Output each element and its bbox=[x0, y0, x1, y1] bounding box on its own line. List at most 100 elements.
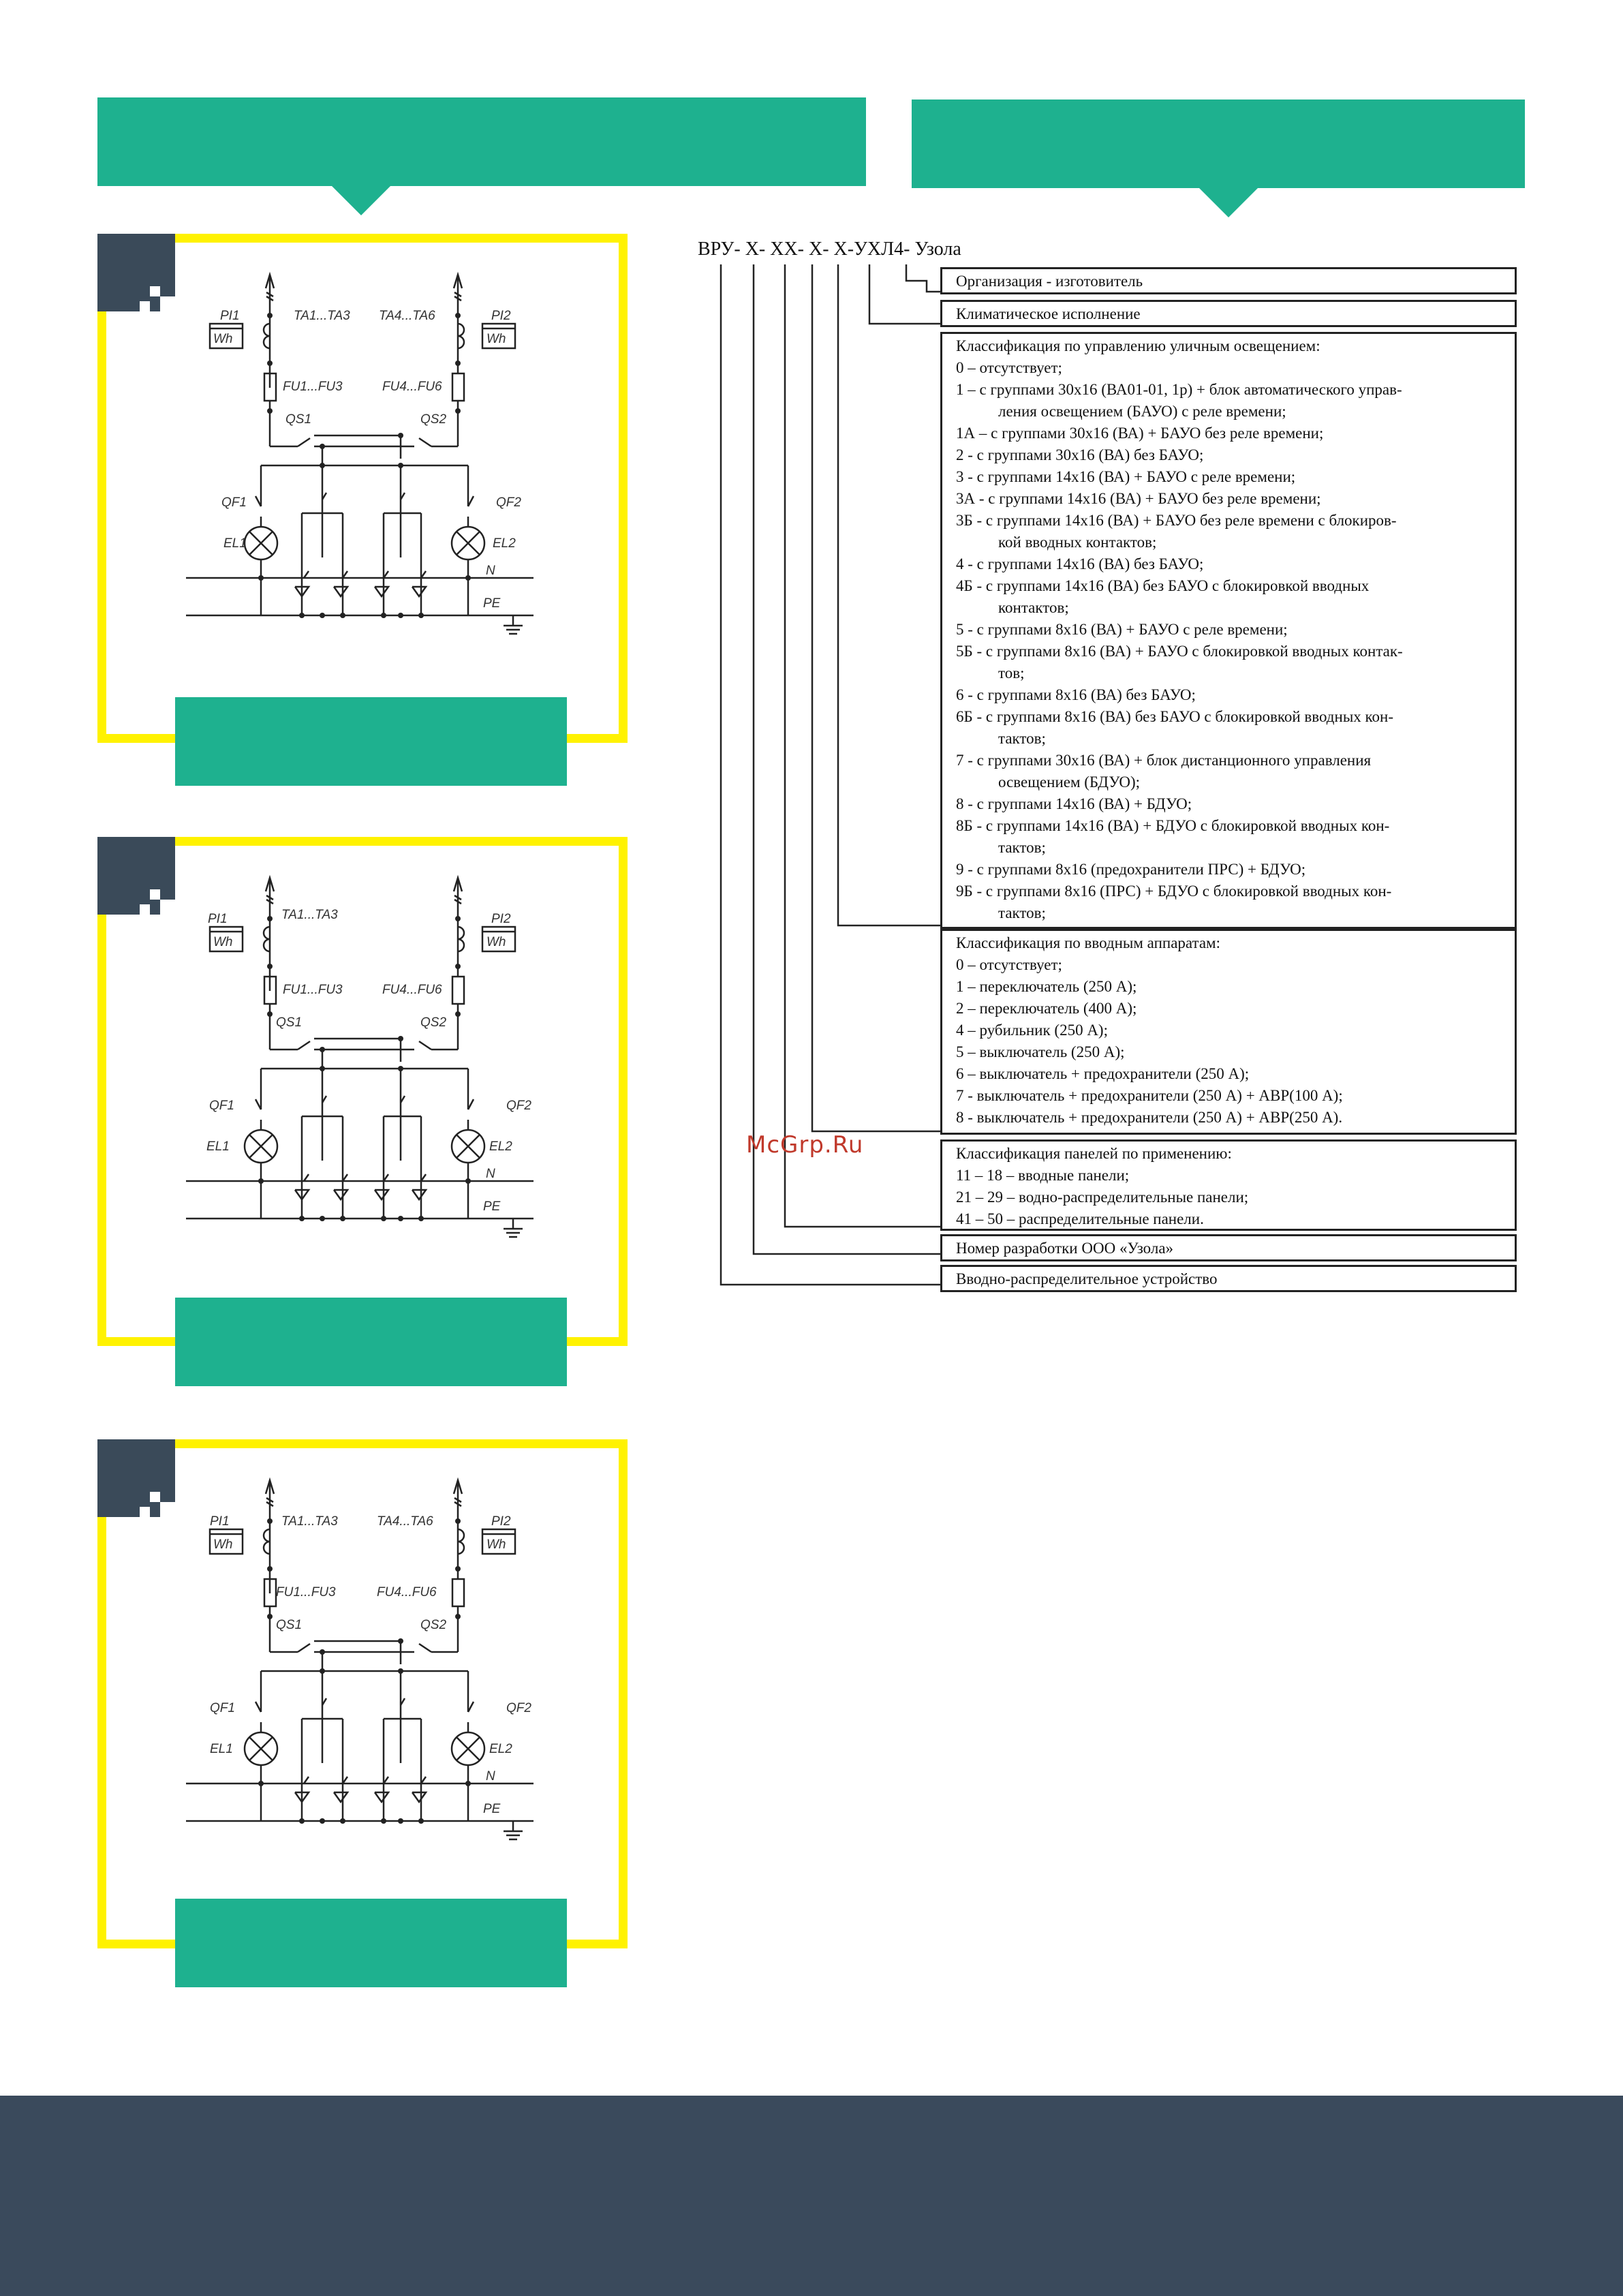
panels-line: 11 – 18 – вводные панели; bbox=[956, 1167, 1130, 1184]
ta2-label: TA4...TA6 bbox=[379, 309, 435, 323]
qf2-label: QF2 bbox=[506, 1701, 531, 1715]
qs2-label: QS2 bbox=[420, 1618, 446, 1632]
pe-label: PE bbox=[483, 1802, 501, 1816]
qs2-label: QS2 bbox=[420, 412, 446, 427]
input-line: 6 – выключатель + предохранители (250 А)… bbox=[956, 1065, 1250, 1082]
el2-label: EL2 bbox=[489, 1742, 512, 1756]
lighting-line: 5Б - с группами 8х16 (ВА) + БАУО с блоки… bbox=[956, 643, 1403, 660]
box-development-number: Номер разработки ООО «Узола» bbox=[940, 1234, 1517, 1261]
caption-banner bbox=[175, 697, 567, 786]
wiring-diagram: PI1 Wh TA1...TA3 TA4...TA6 PI2 Wh FU1...… bbox=[185, 1479, 535, 1841]
lighting-line: 0 – отсутствует; bbox=[956, 359, 1062, 376]
lighting-line: 2 - с группами 30х16 (ВА) без БАУО; bbox=[956, 446, 1204, 463]
corner-square bbox=[97, 1439, 175, 1517]
lighting-line: 8Б - с группами 14х16 (ВА) + БДУО с блок… bbox=[956, 817, 1390, 834]
designation-code: ВРУ- Х- ХХ- Х- Х-УХЛ4- Узола bbox=[698, 239, 961, 260]
box-climate: Климатическое исполнение bbox=[940, 300, 1517, 327]
input-line: 4 – рубильник (250 А); bbox=[956, 1022, 1108, 1039]
box-input-devices: Классификация по вводным аппаратам: 0 – … bbox=[940, 929, 1517, 1135]
lighting-line: 4Б - с группами 14х16 (ВА) без БАУО с бл… bbox=[956, 577, 1370, 594]
qs1-label: QS1 bbox=[276, 1618, 302, 1632]
pi1-label: PI1 bbox=[220, 309, 240, 323]
lighting-line: тактов; bbox=[998, 904, 1046, 921]
caption-banner bbox=[175, 1899, 567, 1987]
lighting-line: 3 - с группами 14х16 (ВА) + БАУО с реле … bbox=[956, 468, 1296, 485]
qs1-label: QS1 bbox=[285, 412, 311, 427]
wh-label: Wh bbox=[486, 332, 506, 346]
lighting-line: кой вводных контактов; bbox=[998, 534, 1157, 551]
qf2-label: QF2 bbox=[496, 495, 521, 510]
wh-label: Wh bbox=[213, 1537, 233, 1552]
lighting-line: 5 - с группами 8х16 (ВА) + БАУО с реле в… bbox=[956, 621, 1288, 638]
input-line: 5 – выключатель (250 А); bbox=[956, 1043, 1125, 1060]
n-label: N bbox=[486, 1769, 495, 1784]
el1-label: EL1 bbox=[223, 536, 247, 551]
lighting-line: 8 - с группами 14х16 (ВА) + БДУО; bbox=[956, 795, 1192, 812]
fu2-label: FU4...FU6 bbox=[382, 983, 442, 997]
pi2-label: PI2 bbox=[491, 1514, 511, 1529]
box-text: Номер разработки ООО «Узола» bbox=[956, 1240, 1174, 1257]
left-header-banner-pointer bbox=[331, 185, 391, 215]
input-line: 2 – переключатель (400 А); bbox=[956, 1000, 1137, 1017]
ta1-label: TA1...TA3 bbox=[294, 309, 350, 323]
input-line: 7 - выключатель + предохранители (250 А)… bbox=[956, 1087, 1343, 1104]
qf1-label: QF1 bbox=[210, 1701, 235, 1715]
qf1-label: QF1 bbox=[209, 1099, 234, 1113]
diagram-card-1: PI1 Wh TA1...TA3 TA4...TA6 PI2 Wh FU1...… bbox=[97, 234, 628, 786]
lighting-line: 9Б - с группами 8х16 (ПРС) + БДУО с блок… bbox=[956, 883, 1392, 900]
corner-square bbox=[97, 837, 175, 915]
el1-label: EL1 bbox=[206, 1139, 230, 1154]
fu1-label: FU1...FU3 bbox=[276, 1585, 336, 1599]
watermark: McGrp.Ru bbox=[746, 1131, 864, 1159]
pe-label: PE bbox=[483, 1199, 501, 1214]
panels-line: 21 – 29 – водно-распределительные панели… bbox=[956, 1189, 1249, 1206]
lighting-line: 1А – с группами 30х16 (ВА) + БАУО без ре… bbox=[956, 425, 1324, 442]
yellow-frame bbox=[97, 234, 628, 743]
wh-label: Wh bbox=[213, 935, 233, 949]
corner-square bbox=[97, 234, 175, 311]
lighting-line: тактов; bbox=[998, 839, 1046, 856]
box-manufacturer: Организация - изготовитель bbox=[940, 267, 1517, 294]
right-header-banner-pointer bbox=[1199, 187, 1258, 217]
designation-scheme: ВРУ- Х- ХХ- Х- Х-УХЛ4- Узола Организация… bbox=[695, 239, 1533, 1295]
lighting-line: 4 - с группами 14х16 (ВА) без БАУО; bbox=[956, 555, 1204, 572]
lighting-line: Классификация по управлению уличным осве… bbox=[956, 337, 1320, 354]
lighting-line: 7 - с группами 30х16 (ВА) + блок дистанц… bbox=[956, 752, 1372, 769]
lighting-line: 6 - с группами 8х16 (ВА) без БАУО; bbox=[956, 686, 1196, 703]
caption-banner bbox=[175, 1298, 567, 1386]
diagram-card-2: PI1 Wh TA1...TA3 PI2 Wh FU1...FU3 FU4...… bbox=[97, 837, 628, 1386]
fu1-label: FU1...FU3 bbox=[283, 380, 343, 394]
panels-line: 41 – 50 – распределительные панели. bbox=[956, 1210, 1204, 1227]
lighting-line: 6Б - с группами 8х16 (ВА) без БАУО с бло… bbox=[956, 708, 1393, 725]
lighting-line: тактов; bbox=[998, 730, 1046, 747]
qs1-label: QS1 bbox=[276, 1015, 302, 1030]
qf2-label: QF2 bbox=[506, 1099, 531, 1113]
ta1-label: TA1...TA3 bbox=[281, 908, 338, 922]
diagram-card-3: PI1 Wh TA1...TA3 TA4...TA6 PI2 Wh FU1...… bbox=[97, 1439, 628, 1987]
n-label: N bbox=[486, 564, 495, 578]
ta2-label: TA4...TA6 bbox=[377, 1514, 433, 1529]
panels-line: Классификация панелей по применению: bbox=[956, 1145, 1232, 1162]
box-device-type: Вводно-распределительное устройство bbox=[940, 1265, 1517, 1292]
wiring-diagram: PI1 Wh TA1...TA3 TA4...TA6 PI2 Wh FU1...… bbox=[185, 273, 535, 635]
pi1-label: PI1 bbox=[208, 912, 228, 926]
qs2-label: QS2 bbox=[420, 1015, 446, 1030]
wh-label: Wh bbox=[213, 332, 233, 346]
fu2-label: FU4...FU6 bbox=[382, 380, 442, 394]
lighting-line: освещением (БДУО); bbox=[998, 774, 1141, 791]
input-line: 1 – переключатель (250 А); bbox=[956, 978, 1137, 995]
wh-label: Wh bbox=[486, 935, 506, 949]
fu1-label: FU1...FU3 bbox=[283, 983, 343, 997]
qf1-label: QF1 bbox=[221, 495, 247, 510]
input-line: 8 - выключатель + предохранители (250 А)… bbox=[956, 1109, 1343, 1126]
yellow-frame bbox=[97, 1439, 628, 1948]
pi2-label: PI2 bbox=[491, 309, 511, 323]
lighting-line: тов; bbox=[998, 664, 1025, 682]
pe-label: PE bbox=[483, 596, 501, 611]
el2-label: EL2 bbox=[493, 536, 516, 551]
input-line: Классификация по вводным аппаратам: bbox=[956, 934, 1221, 951]
box-panel-application: Классификация панелей по применению: 11 … bbox=[940, 1139, 1517, 1231]
box-lighting-control: Классификация по управлению уличным осве… bbox=[940, 332, 1517, 929]
el2-label: EL2 bbox=[489, 1139, 512, 1154]
box-text: Вводно-распределительное устройство bbox=[956, 1270, 1218, 1287]
